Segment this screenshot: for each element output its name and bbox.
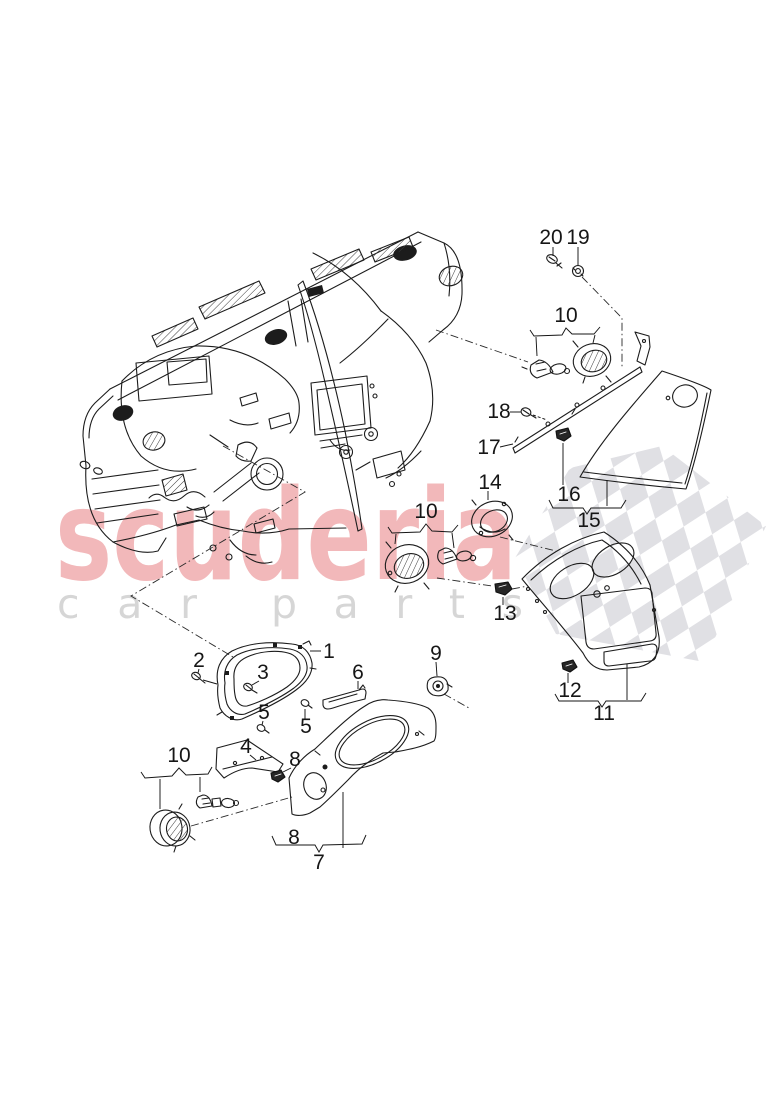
part-8-clip (270, 769, 286, 783)
callout-10-upper: 10 (554, 304, 577, 327)
callout-18: 18 (487, 400, 510, 423)
part-3-screw (243, 682, 258, 694)
callout-5-a: 5 (258, 701, 270, 724)
callout-9: 9 (430, 642, 442, 665)
callout-3: 3 (257, 661, 269, 684)
callout-20: 20 (539, 226, 562, 249)
callout-1: 1 (323, 640, 335, 663)
part-10-air-vent-assembly-upper (521, 340, 612, 384)
part-13-clip (494, 581, 513, 596)
part-18-screw (520, 407, 537, 419)
callout-lines (140, 247, 647, 853)
part-19-nut (571, 264, 585, 278)
callout-14: 14 (478, 471, 502, 494)
callout-10-middle: 10 (414, 500, 437, 523)
part-10-air-vent-assembly-middle (384, 541, 477, 593)
part-12-clip (561, 659, 578, 673)
callout-12: 12 (558, 679, 581, 702)
callout-8-upper: 8 (289, 748, 301, 771)
callout-13: 13 (493, 602, 516, 625)
part-4-trim (215, 739, 284, 779)
part-10-air-vent-assembly-lower (149, 794, 240, 853)
callout-19: 19 (566, 226, 589, 249)
callout-5-b: 5 (300, 715, 312, 738)
part-hinge-bracket (634, 331, 651, 366)
watermark-brand-text: scuderia (55, 462, 517, 609)
checkered-flag (515, 446, 766, 662)
part-6-trim-strip (322, 684, 367, 710)
part-17-trim-strip (512, 366, 643, 454)
part-11-center-console-trim (521, 531, 660, 671)
part-1-instrument-cluster (216, 640, 317, 721)
callout-17: 17 (477, 436, 500, 459)
callout-11: 11 (593, 702, 615, 725)
part-5-screw-b (300, 699, 313, 709)
callout-labels: 20 19 10 18 17 16 15 14 10 13 12 11 2 1 … (167, 226, 615, 874)
callout-10-lower: 10 (167, 744, 190, 767)
part-16-clip (555, 427, 572, 442)
part-2-screw (191, 671, 206, 684)
callout-8-lower: 8 (288, 826, 300, 849)
part-5-screw-a (256, 724, 270, 734)
callout-16: 16 (557, 483, 580, 506)
dashboard-illustration (79, 231, 464, 564)
watermark: scuderia car parts (55, 462, 523, 628)
callout-15: 15 (577, 509, 600, 532)
part-9-switch (426, 676, 453, 697)
callout-6: 6 (352, 661, 364, 684)
part-15-glovebox-lid (579, 370, 712, 490)
part-7-cluster-surround (288, 699, 437, 816)
leader-lines (130, 276, 623, 827)
callout-4: 4 (240, 735, 252, 758)
callout-7: 7 (313, 851, 325, 874)
part-20-screw (546, 254, 563, 269)
callout-2: 2 (193, 649, 205, 672)
part-14-vent-ring (471, 499, 514, 541)
